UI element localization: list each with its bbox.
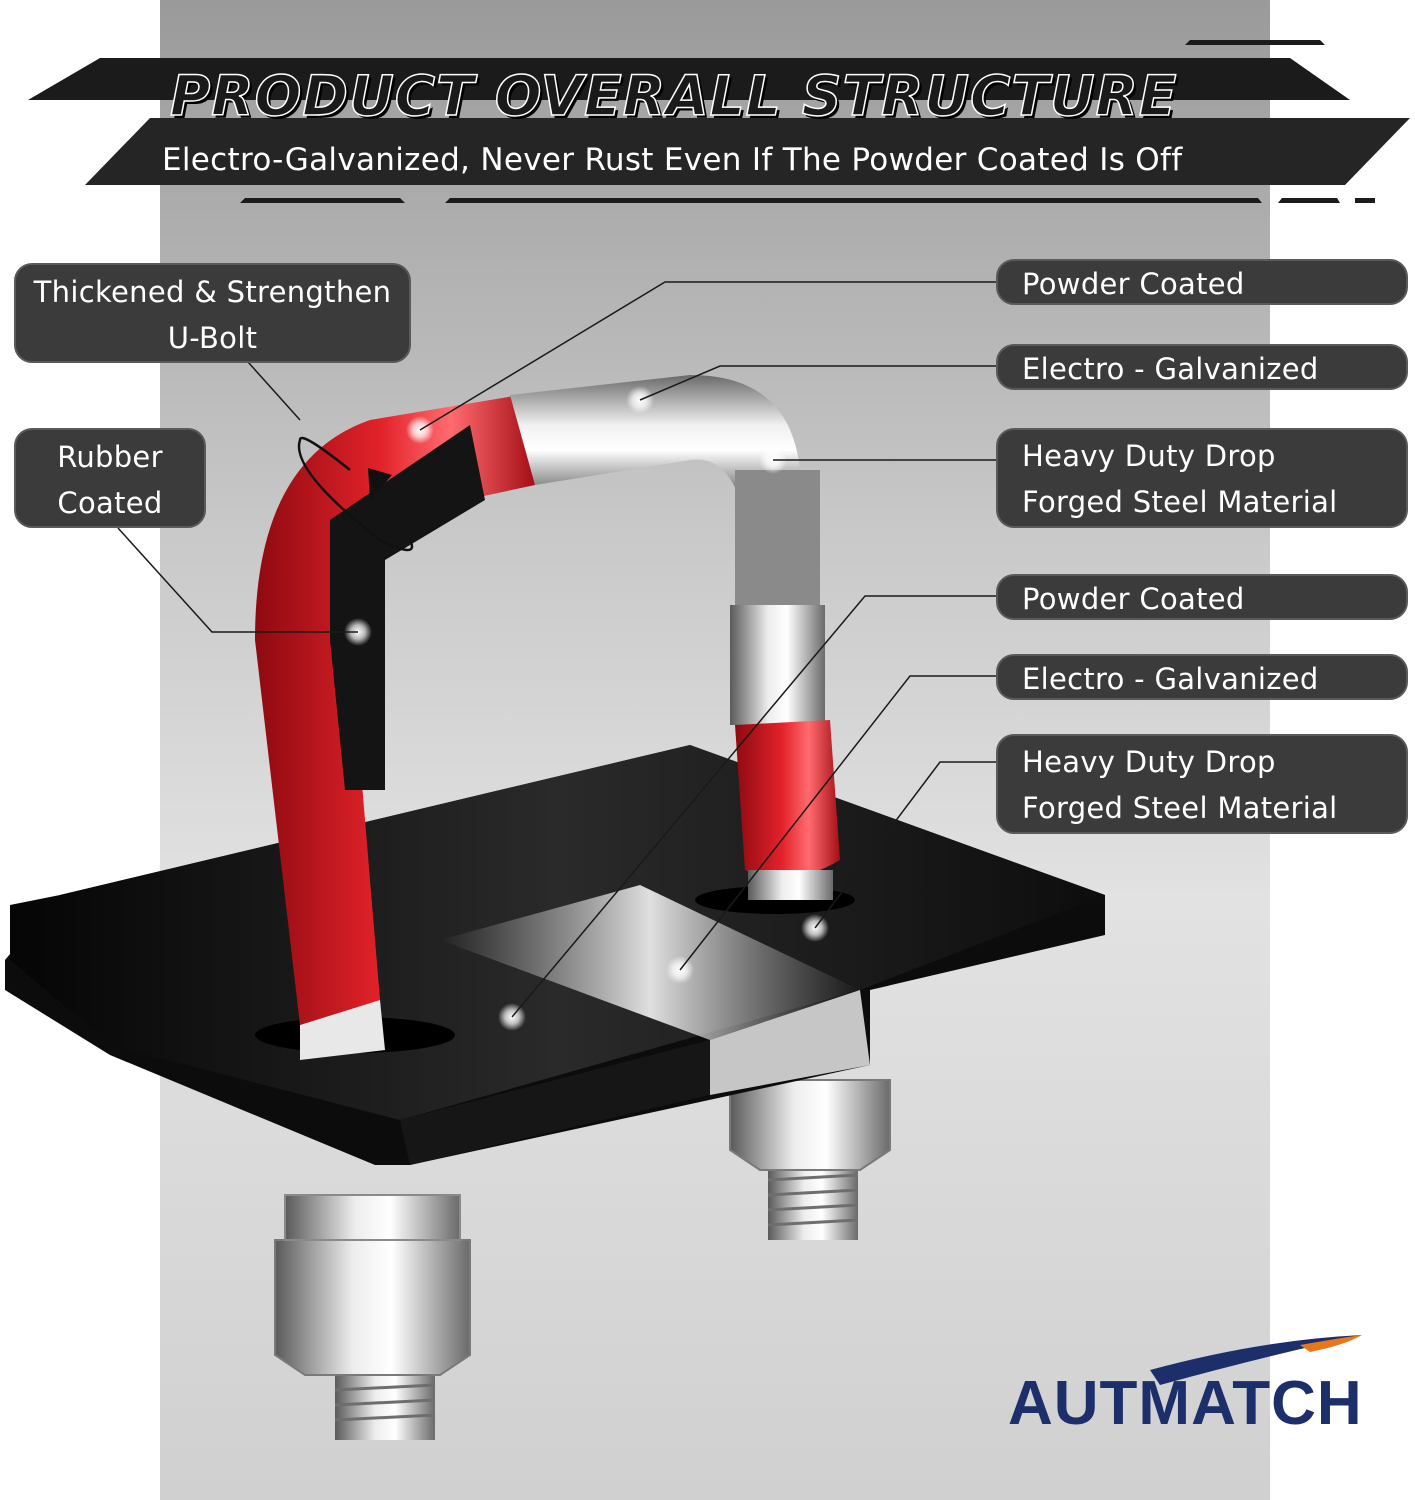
- subtitle-bar-shape: [85, 118, 1410, 185]
- callout-u-bolt: Thickened & Strengthen U-Bolt: [14, 263, 411, 363]
- callout-powder-coated-bottom: Powder Coated: [996, 574, 1408, 620]
- callout-text: Powder Coated: [1022, 267, 1245, 301]
- callout-electro-galvanized-bottom: Electro - Galvanized: [996, 654, 1408, 700]
- callout-text: Heavy Duty Drop: [1022, 745, 1276, 779]
- callout-forged-steel-bottom: Heavy Duty Drop Forged Steel Material: [996, 734, 1408, 834]
- logo-swoosh-accent: [1300, 1335, 1362, 1352]
- callout-text: Powder Coated: [1022, 582, 1245, 616]
- callout-text: Forged Steel Material: [1022, 791, 1338, 825]
- title-bar-shape: [28, 58, 1350, 100]
- callout-text: Heavy Duty Drop: [1022, 439, 1276, 473]
- leader-lines: [117, 281, 1000, 1018]
- accent-stroke: [1355, 198, 1375, 203]
- brand-logo: AUTMATCH: [1008, 1369, 1363, 1438]
- page-subtitle: Electro-Galvanized, Never Rust Even If T…: [162, 142, 1183, 178]
- callout-text: Forged Steel Material: [1022, 485, 1338, 519]
- accent-stroke: [240, 198, 405, 203]
- logo-swoosh: [1150, 1335, 1362, 1385]
- callout-electro-galvanized-top: Electro - Galvanized: [996, 344, 1408, 390]
- page-title: PRODUCT OVERALL STRUCTURE: [169, 63, 1178, 129]
- callout-text: Rubber: [57, 440, 163, 474]
- accent-stroke: [1278, 198, 1340, 203]
- callout-text: Thickened & Strengthen: [33, 275, 392, 309]
- callout-text: Coated: [57, 486, 163, 520]
- left-hex-nut: [274, 1194, 471, 1376]
- callout-text: U-Bolt: [167, 321, 258, 355]
- callout-powder-coated-top: Powder Coated: [996, 259, 1408, 305]
- callout-forged-steel-top: Heavy Duty Drop Forged Steel Material: [996, 428, 1408, 528]
- callout-text: Electro - Galvanized: [1022, 352, 1319, 386]
- accent-stroke: [445, 198, 1262, 203]
- header-banner: [28, 40, 1410, 203]
- u-bolt: [255, 375, 840, 1060]
- callout-rubber-coated: Rubber Coated: [14, 428, 206, 528]
- hitch-plate: [5, 745, 1105, 1165]
- right-hex-nut: [729, 1079, 891, 1171]
- accent-stroke: [1185, 40, 1325, 45]
- callout-text: Electro - Galvanized: [1022, 662, 1319, 696]
